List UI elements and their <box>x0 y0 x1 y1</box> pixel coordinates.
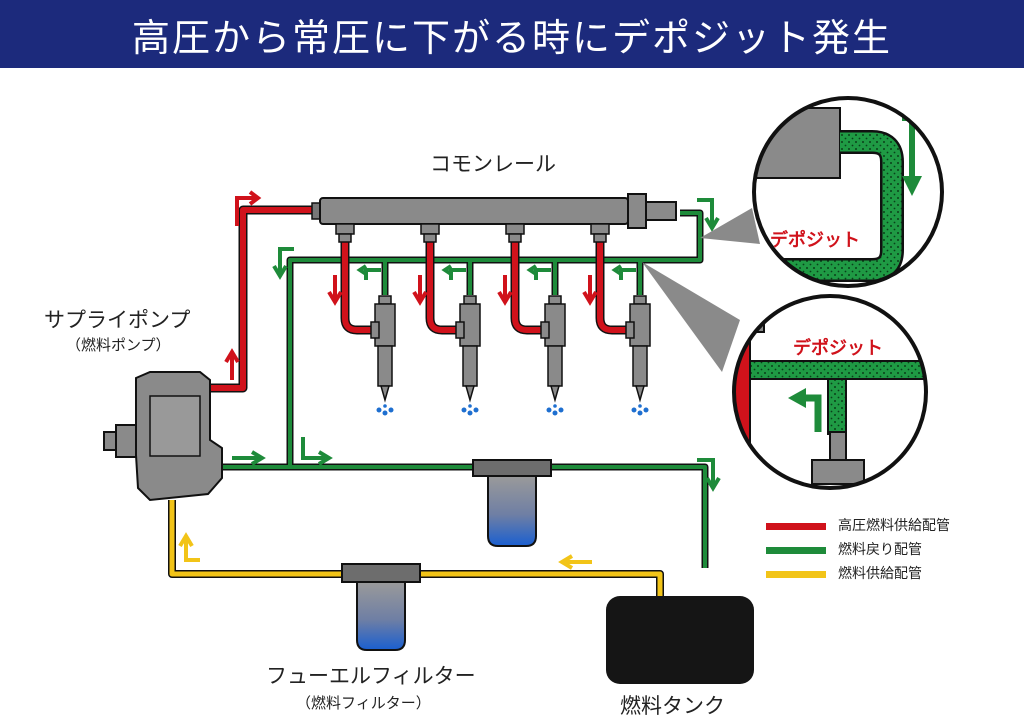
deposit-label-top: デポジット <box>770 230 860 251</box>
injector-2 <box>455 295 481 403</box>
injector-1 <box>370 295 396 403</box>
fuel-tank <box>606 596 754 684</box>
legend-label-high-pressure: 高圧燃料供給配管 <box>838 518 950 534</box>
deposit-label-bottom: デポジット <box>793 338 883 359</box>
legend-swatch-high-pressure <box>766 523 826 530</box>
fuel-filter-label: フューエルフィルター <box>266 664 476 688</box>
legend-swatches <box>766 523 826 578</box>
common-rail-label: コモンレール <box>430 152 556 176</box>
fuel-filter <box>341 563 421 651</box>
high-pressure-pipes <box>205 205 627 393</box>
fuel-tank-label: 燃料タンク <box>620 694 725 718</box>
injector-3 <box>540 295 566 403</box>
injector-4 <box>625 295 651 403</box>
return-pipes <box>220 209 709 568</box>
callout-pointer-bottom <box>642 262 740 372</box>
legend-swatch-return <box>766 547 826 554</box>
legend-swatch-supply <box>766 571 826 578</box>
fuel-filter-sublabel: （燃料フィルター） <box>296 694 431 712</box>
supply-pump-label: サプライポンプ <box>44 308 191 332</box>
supply-pump-sublabel: （燃料ポンプ） <box>66 336 171 354</box>
zoom-circle-top <box>752 96 944 288</box>
flow-arrows <box>178 190 721 570</box>
zoom-circle-bottom <box>732 294 928 490</box>
callout-pointer-top <box>700 208 760 244</box>
fuel-system-diagram <box>103 96 944 684</box>
common-rail <box>311 193 677 243</box>
supply-pipe <box>168 500 664 598</box>
legend-label-supply: 燃料供給配管 <box>838 566 922 582</box>
injectors <box>370 295 651 403</box>
red-arrow-corner-top <box>235 196 255 226</box>
return-filter <box>472 459 552 547</box>
legend-label-return: 燃料戻り配管 <box>838 542 922 558</box>
page-title: 高圧から常圧に下がる時にデポジット発生 <box>0 0 1024 68</box>
supply-pump <box>103 371 223 502</box>
spray-droplets <box>376 404 649 416</box>
